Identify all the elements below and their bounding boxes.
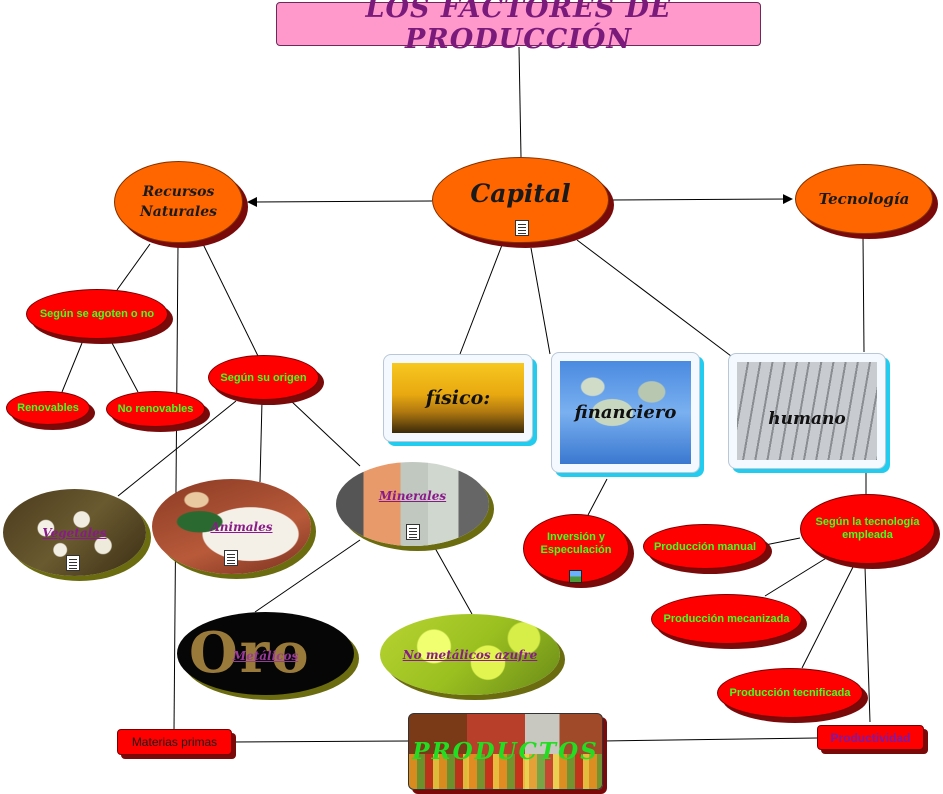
image-icon[interactable]: [569, 570, 582, 583]
productos-label: PRODUCTOS: [412, 738, 599, 765]
animales-label[interactable]: Animales: [210, 520, 272, 534]
segun-origen-label: Según su origen: [220, 372, 306, 384]
vegetales-node[interactable]: Vegetales: [3, 489, 146, 576]
produccion-tecnificada-node[interactable]: Producción tecnificada: [717, 668, 863, 718]
produccion-mecanizada-label: Producción mecanizada: [664, 613, 790, 625]
segun-tecnologia-node[interactable]: Según la tecnología empleada: [800, 494, 935, 564]
document-icon[interactable]: [224, 550, 238, 566]
metalicos-node[interactable]: Oro Metálicos: [177, 612, 354, 695]
renovables-node[interactable]: Renovables: [6, 391, 90, 425]
no-metalicos-node[interactable]: No metálicos azufre: [380, 614, 560, 695]
productividad-label: Productividad: [830, 731, 910, 745]
no-metalicos-label[interactable]: No metálicos azufre: [403, 648, 538, 662]
capital-label: Capital: [470, 179, 570, 208]
inversion-node[interactable]: Inversión y Especulación: [523, 514, 629, 583]
financiero-label: financiero: [575, 402, 677, 423]
capital-financiero-card[interactable]: financiero: [551, 352, 700, 473]
humano-label: humano: [768, 409, 845, 429]
recursos-naturales-node[interactable]: Recursos Naturales: [114, 161, 243, 243]
page-title: LOS FACTORES DE PRODUCCIÓN: [276, 2, 761, 46]
capital-node[interactable]: Capital: [432, 157, 609, 243]
minerales-label[interactable]: Minerales: [379, 489, 446, 503]
recursos-naturales-label: Recursos Naturales: [133, 182, 224, 222]
materias-primas-label: Materias primas: [132, 735, 217, 749]
fisico-label: físico:: [426, 387, 491, 409]
document-icon[interactable]: [66, 555, 80, 571]
capital-fisico-card[interactable]: físico:: [383, 354, 533, 442]
productos-node[interactable]: PRODUCTOS: [408, 713, 603, 790]
no-renovables-label: No renovables: [118, 403, 194, 415]
segun-agoten-label: Según se agoten o no: [40, 308, 154, 320]
segun-agoten-node[interactable]: Según se agoten o no: [26, 289, 168, 339]
document-icon[interactable]: [406, 524, 420, 540]
metalicos-label[interactable]: Metálicos: [233, 649, 298, 663]
produccion-manual-label: Producción manual: [654, 541, 756, 553]
renovables-label: Renovables: [17, 402, 79, 414]
capital-humano-card[interactable]: humano: [728, 353, 886, 469]
inversion-label: Inversión y Especulación: [521, 531, 632, 557]
vegetales-label[interactable]: Vegetales: [42, 526, 106, 540]
no-renovables-node[interactable]: No renovables: [106, 391, 205, 427]
segun-tecnologia-label: Según la tecnología empleada: [813, 516, 922, 542]
tecnologia-node[interactable]: Tecnología: [795, 164, 933, 234]
tecnologia-label: Tecnología: [819, 190, 910, 208]
animales-node[interactable]: Animales: [152, 479, 311, 574]
minerales-node[interactable]: Minerales: [336, 462, 489, 546]
document-icon[interactable]: [515, 220, 529, 236]
produccion-tecnificada-label: Producción tecnificada: [729, 687, 850, 699]
segun-origen-node[interactable]: Según su origen: [208, 355, 319, 400]
productividad-node[interactable]: Productividad: [817, 725, 924, 750]
produccion-mecanizada-node[interactable]: Producción mecanizada: [651, 594, 802, 644]
produccion-manual-node[interactable]: Producción manual: [643, 524, 767, 569]
materias-primas-node[interactable]: Materias primas: [117, 729, 232, 755]
